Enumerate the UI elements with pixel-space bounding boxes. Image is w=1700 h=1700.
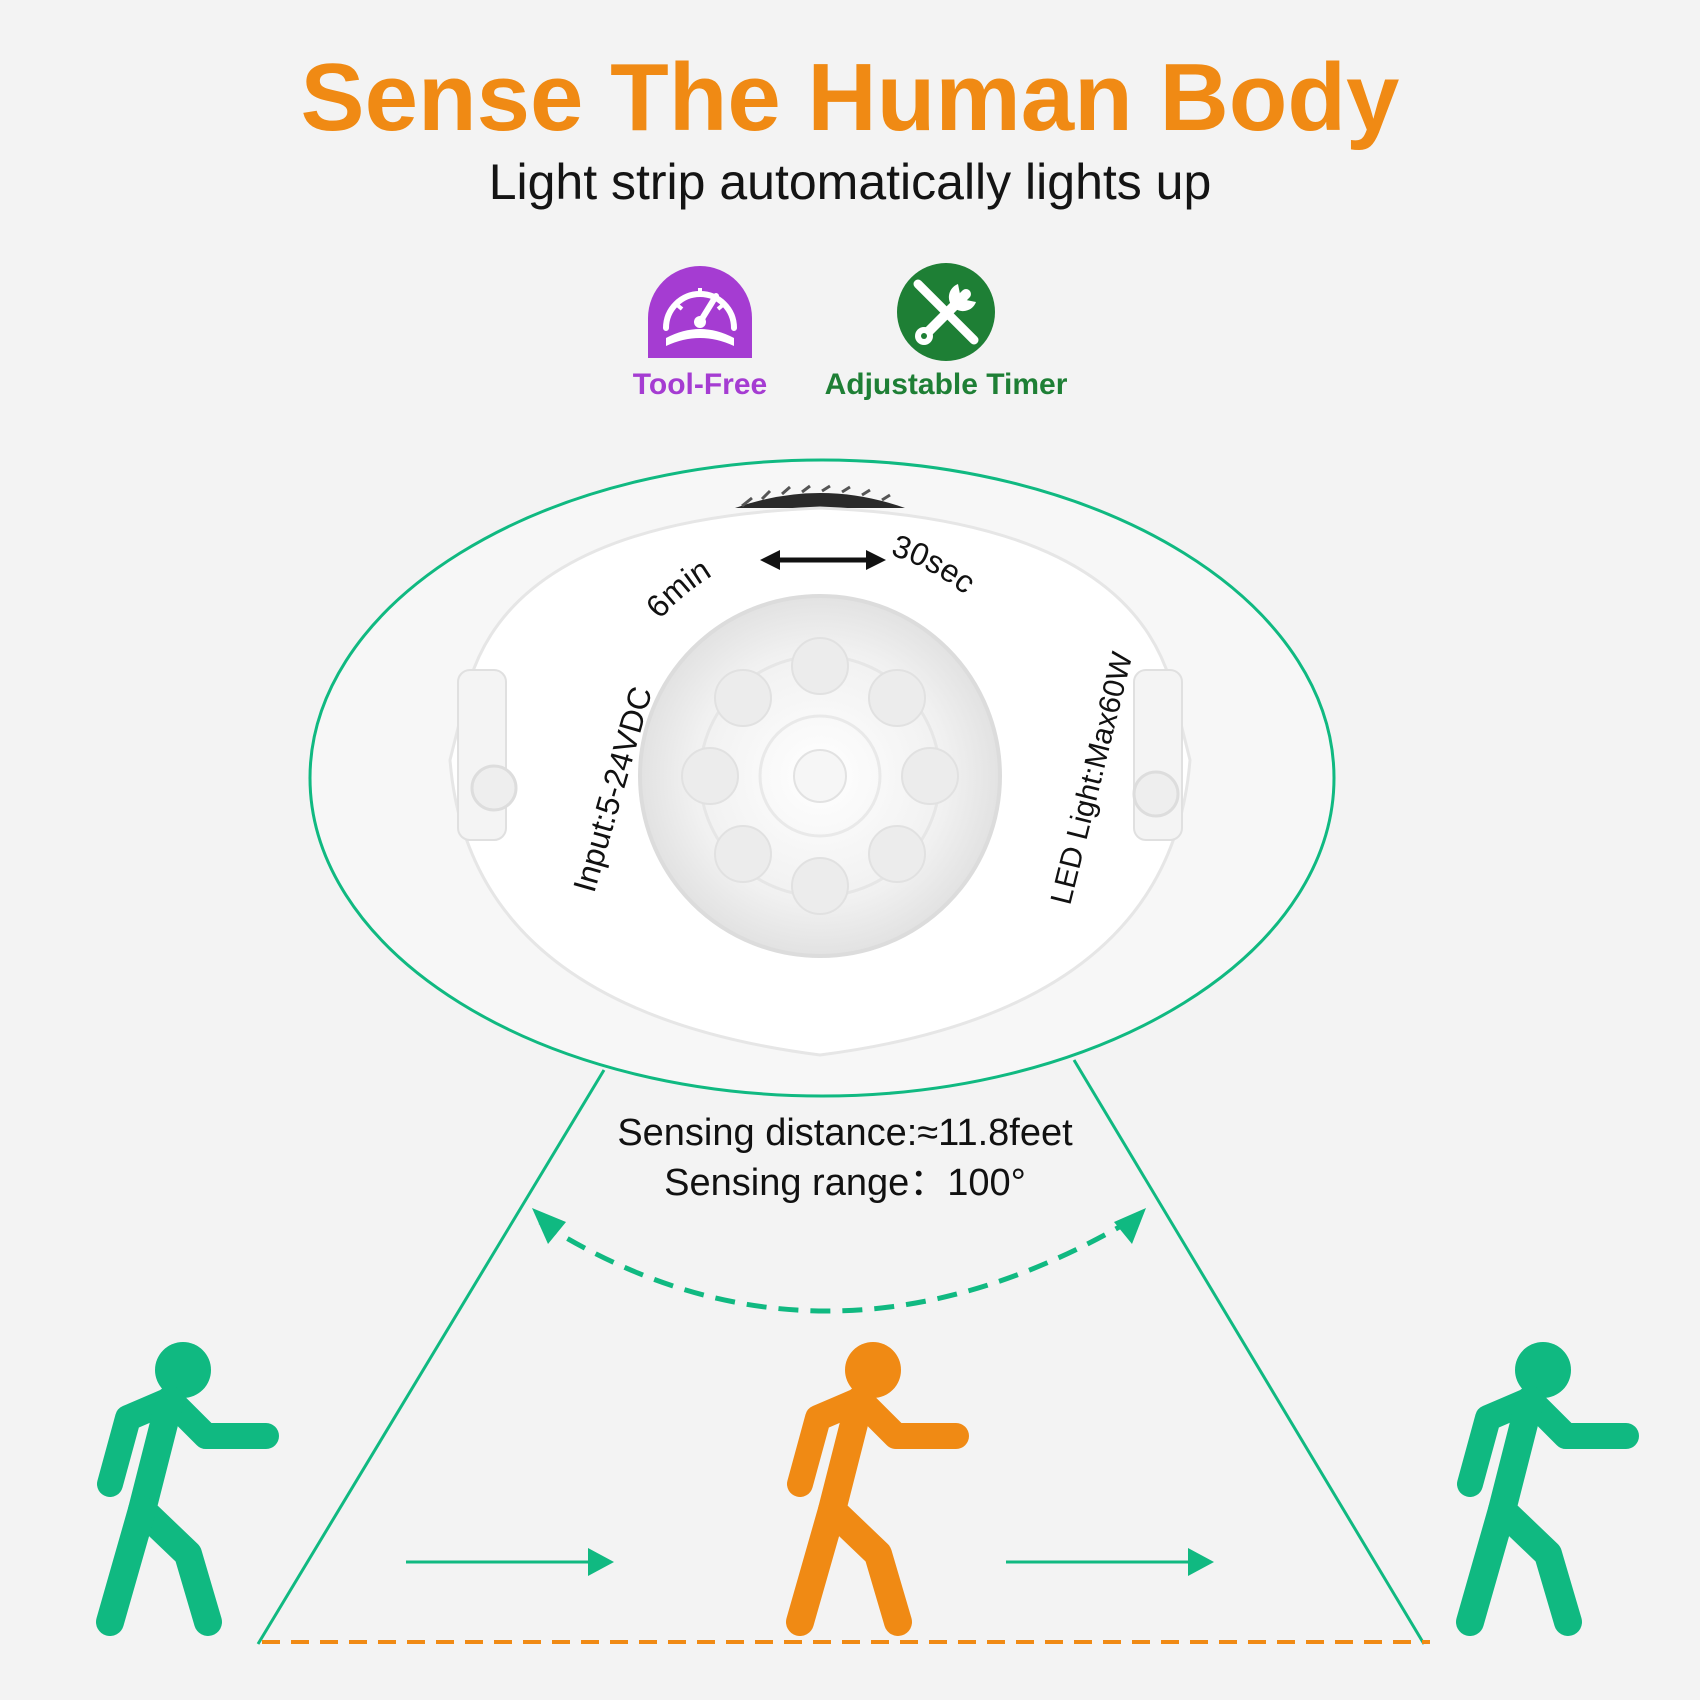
screw-hole-right [1132,770,1180,818]
screw-hole-left [470,764,518,812]
sensing-spec: Sensing distance:≈11.8feet Sensing range… [500,1108,1190,1208]
person-walking-icon [96,1342,279,1636]
wrench-icon [897,263,995,361]
walk-arrow-right [1006,1548,1214,1576]
speedometer-icon [648,266,752,358]
cone-left-line [256,1069,606,1645]
motion-sensor-device: 6min 30sec Input:5-24VDC LED Light:Max60… [448,484,1192,1057]
person-walking-icon [1456,1342,1639,1636]
sensing-range-arc [538,1219,1130,1314]
pir-lens [638,594,1002,958]
person-detected-icon [786,1342,969,1636]
range-arrow-left [532,1208,566,1244]
feature-tool-free-label: Tool-Free [632,368,768,401]
headline: Sense The Human Body [300,44,1400,151]
walk-arrow-left [406,1548,614,1576]
subheadline: Light strip automatically lights up [488,154,1212,210]
range-arrow-right [1114,1208,1146,1244]
sensing-range: Sensing range：100° [664,1162,1026,1204]
timer-dial [735,493,905,508]
feature-adjustable-timer: Adjustable Timer [816,262,1076,402]
sensing-distance: Sensing distance:≈11.8feet [617,1112,1073,1154]
cone-right-line [1072,1059,1426,1645]
feature-adjustable-timer-label: Adjustable Timer [824,368,1068,401]
feature-tool-free: Tool-Free [570,262,830,402]
